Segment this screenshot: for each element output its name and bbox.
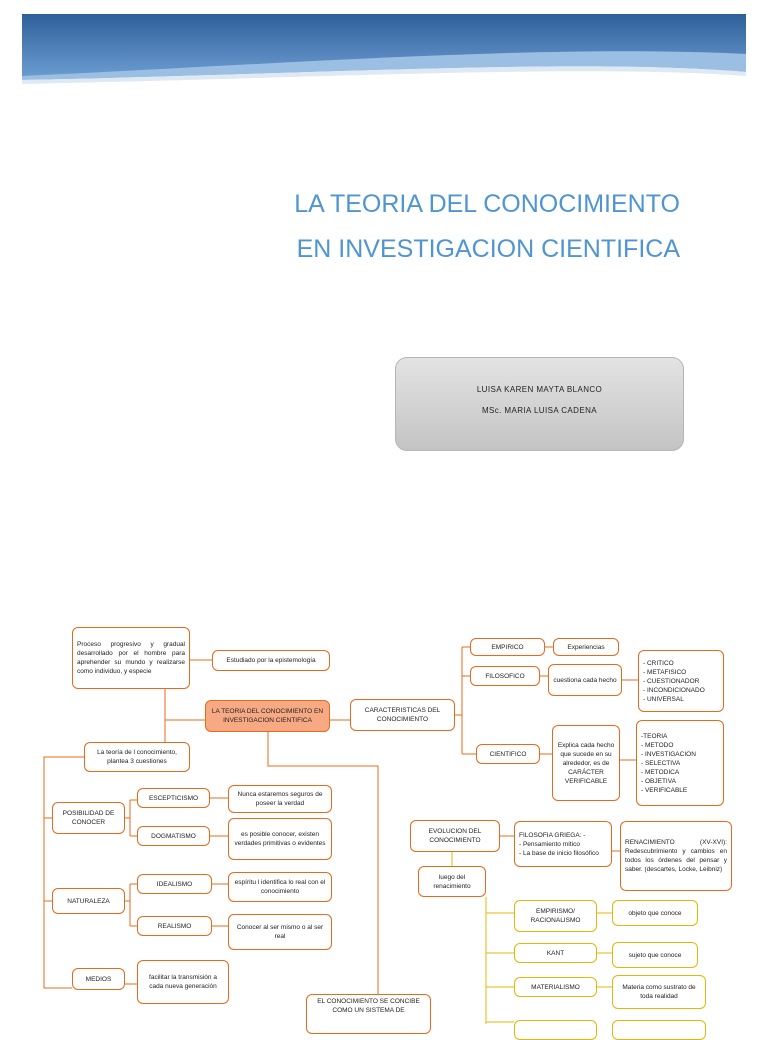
- box-dogmatismo-def: es posible conocer, existen verdades pri…: [228, 818, 332, 860]
- box-idealismo: IDEALISMO: [137, 874, 212, 894]
- box-realismo-def: Conocer al ser mismo o al ser real: [228, 914, 332, 950]
- box-posibilidad: POSIBILIDAD DE CONOCER: [52, 802, 125, 834]
- box-cientifico: CIENTIFICO: [476, 744, 540, 764]
- box-cientifico-def: Explica cada hecho que sucede en su alre…: [552, 725, 620, 801]
- box-proceso: Proceso progresivo y gradual desarrollad…: [72, 627, 190, 689]
- box-experiencias: Experiencias: [553, 638, 619, 656]
- author-box: LUISA KAREN MAYTA BLANCO MSc. MARIA LUIS…: [395, 357, 684, 451]
- box-filosofico-list: - CRITICO - METAFISICO - CUESTIONADOR - …: [638, 650, 724, 712]
- box-sistema: EL CONOCIMIENTO SE CONCIBE COMO UN SISTE…: [306, 994, 431, 1034]
- box-estudiado: Estudiado por la epistemología: [212, 650, 330, 671]
- box-evolucion: EVOLUCION DEL CONOCIMIENTO: [410, 820, 500, 852]
- box-cientifico-list: -TEORIA - METODO - INVESTIGACION - SELEC…: [636, 720, 724, 806]
- box-empirico: EMPIRICO: [470, 638, 545, 656]
- box-materialismo: MATERIALISMO: [514, 977, 597, 997]
- box-escepticismo-def: Nunca estaremos seguros de poseer la ver…: [228, 785, 332, 813]
- box-central-topic: LA TEORIA DEL CONOCIMIENTO EN INVESTIGAC…: [205, 700, 330, 732]
- title-line-2: EN INVESTIGACION CIENTIFICA: [296, 235, 680, 263]
- advisor-name: MSc. MARIA LUISA CADENA: [481, 406, 597, 415]
- document-title: LA TEORIA DEL CONOCIMIENTO EN INVESTIGAC…: [200, 182, 680, 272]
- box-caracteristicas: CARACTERISTICAS DEL CONOCIMIENTO: [350, 699, 455, 731]
- box-teoria-cuestiones: La teoría de l conocimiento, plantea 3 c…: [84, 742, 190, 772]
- title-line-1: LA TEORIA DEL CONOCIMIENTO: [294, 190, 680, 218]
- box-renacimiento: RENACIMIENTO (XV-XVI): Redescubrimiento …: [620, 821, 732, 891]
- box-dogmatismo: DOGMATISMO: [137, 826, 210, 846]
- box-sujeto: sujeto que conoce: [612, 942, 698, 968]
- box-idealismo-def: espíritu l identifica lo real con el con…: [228, 872, 332, 902]
- header-banner: [22, 14, 746, 84]
- box-medios-def: facilitar la transmisión a cada nueva ge…: [137, 960, 229, 1004]
- box-filosofico: FILOSOFICO: [470, 666, 540, 686]
- box-partial-1: [514, 1020, 597, 1040]
- box-empirismo: EMPIRISMO/ RACIONALISMO: [514, 900, 597, 932]
- box-materia: Materia como sustrato de toda realidad: [612, 975, 706, 1009]
- box-realismo: REALISMO: [137, 916, 212, 936]
- box-partial-2: [612, 1020, 706, 1040]
- box-filosofia-griega: FILOSOFIA GRIEGA: - - Pensamiento mítico…: [514, 821, 612, 867]
- author-name: LUISA KAREN MAYTA BLANCO: [476, 385, 603, 394]
- box-objeto: objeto que conoce: [612, 900, 698, 926]
- box-escepticismo: ESCEPTICISMO: [137, 788, 210, 808]
- box-kant: KANT: [514, 943, 597, 963]
- box-filosofico-def: cuestiona cada hecho: [548, 664, 622, 696]
- box-naturaleza: NATURALEZA: [52, 888, 125, 914]
- box-medios: MEDIOS: [72, 968, 125, 990]
- box-luego-renacimiento: luego del renacimiento: [418, 866, 486, 897]
